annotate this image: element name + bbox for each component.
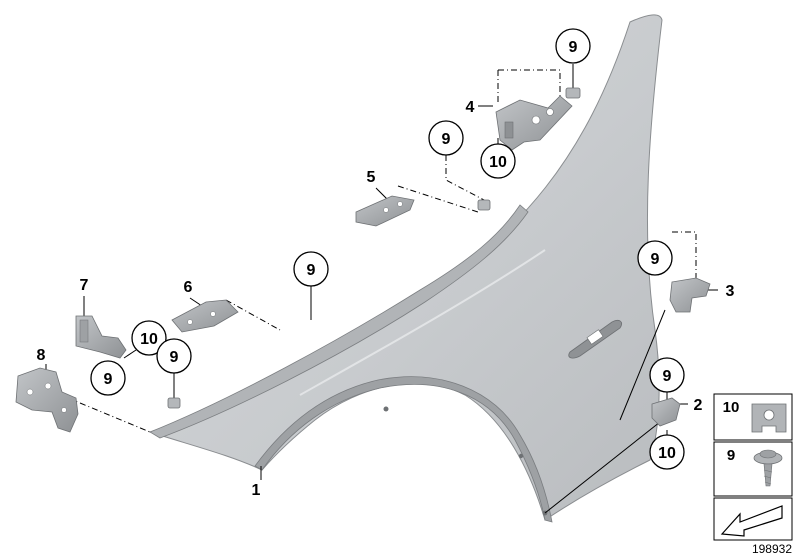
callout-10-top: 10 (480, 143, 516, 179)
legend-item-10: 10 (713, 393, 793, 441)
callout-9-mid: 9 (428, 120, 464, 156)
speed-nut-icon (751, 403, 787, 433)
callout-9-top: 9 (555, 28, 591, 64)
label-part-2: 2 (694, 397, 703, 414)
svg-text:9: 9 (727, 447, 735, 464)
label-part-1: 1 (252, 482, 261, 499)
svg-text:9: 9 (442, 131, 451, 148)
svg-text:9: 9 (170, 349, 179, 366)
svg-text:9: 9 (663, 368, 672, 385)
clip-part-9-mid (477, 199, 491, 211)
svg-text:9: 9 (307, 262, 316, 279)
clip-screw-icon (753, 449, 783, 487)
label-part-4: 4 (466, 99, 475, 116)
svg-text:9: 9 (651, 251, 660, 268)
svg-text:10: 10 (723, 399, 740, 416)
legend-item-9: 9 (713, 441, 793, 497)
svg-text:9: 9 (569, 39, 578, 56)
svg-text:10: 10 (489, 154, 507, 171)
bracket-part-6 (171, 299, 239, 333)
callout-10-lower: 10 (649, 434, 685, 470)
bracket-part-8 (15, 367, 79, 433)
svg-text:10: 10 (658, 445, 676, 462)
callout-9-left-a: 9 (90, 360, 126, 396)
bracket-part-3 (669, 277, 711, 313)
legend-reference-box (713, 497, 793, 541)
label-part-6: 6 (184, 279, 193, 296)
label-part-3: 3 (726, 283, 735, 300)
bracket-part-2 (651, 397, 681, 427)
drawing-number: 198932 (752, 542, 792, 556)
front-fender (148, 14, 663, 523)
bracket-part-5 (355, 195, 415, 227)
callout-9-left-b: 9 (156, 338, 192, 374)
bracket-part-7 (75, 315, 127, 359)
svg-text:10: 10 (140, 331, 158, 348)
clip-part-9-left (167, 397, 181, 409)
callout-10-left: 10 (131, 320, 167, 356)
label-part-8: 8 (37, 347, 46, 364)
callout-9-right: 9 (637, 240, 673, 276)
callout-9-center: 9 (293, 251, 329, 287)
callout-9-lower: 9 (649, 357, 685, 393)
arrow-icon (720, 505, 783, 537)
label-part-5: 5 (367, 169, 376, 186)
clip-part-9-top (565, 87, 581, 99)
label-part-7: 7 (80, 277, 89, 294)
bracket-part-4 (495, 95, 573, 151)
svg-text:9: 9 (104, 371, 113, 388)
